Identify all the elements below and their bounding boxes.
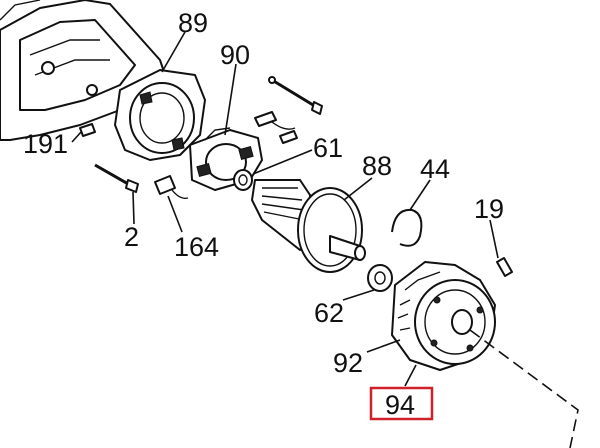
assembly-dashed-line — [469, 329, 579, 448]
callout-44: 44 — [420, 154, 450, 184]
part-19-pin[interactable] — [496, 257, 513, 277]
callout-88: 88 — [362, 151, 392, 181]
part-90-stator[interactable] — [114, 69, 206, 161]
callout-164: 164 — [174, 232, 219, 262]
part-88-armature[interactable] — [251, 179, 366, 273]
part-62-washer[interactable] — [367, 264, 393, 292]
callout-2: 2 — [124, 222, 139, 252]
leader-lines — [71, 31, 499, 387]
callout-61: 61 — [313, 133, 343, 163]
callout-62: 62 — [314, 298, 344, 328]
callout-92: 92 — [333, 348, 363, 378]
callout-94: 94 — [385, 390, 415, 420]
part-2-screw[interactable] — [94, 163, 139, 193]
callout-19: 19 — [474, 194, 504, 224]
part-44-retaining-ring[interactable] — [391, 208, 423, 247]
callout-191: 191 — [23, 129, 68, 159]
callout-89: 89 — [178, 8, 208, 38]
part-164-brush[interactable] — [154, 175, 189, 200]
part-92-94-gear-housing[interactable] — [391, 261, 496, 371]
brush-holder[interactable] — [189, 127, 263, 191]
screw-top[interactable] — [268, 76, 323, 115]
callout-labels: 89 90 191 61 88 44 19 2 164 62 92 94 — [23, 8, 504, 421]
callout-90: 90 — [220, 40, 250, 70]
highlight-box-94 — [369, 386, 434, 421]
part-61-bearing[interactable] — [233, 169, 253, 191]
part-191-clip[interactable] — [79, 123, 96, 137]
part-89-motor-housing[interactable] — [0, 0, 166, 141]
carbon-brush-top[interactable] — [254, 111, 298, 144]
